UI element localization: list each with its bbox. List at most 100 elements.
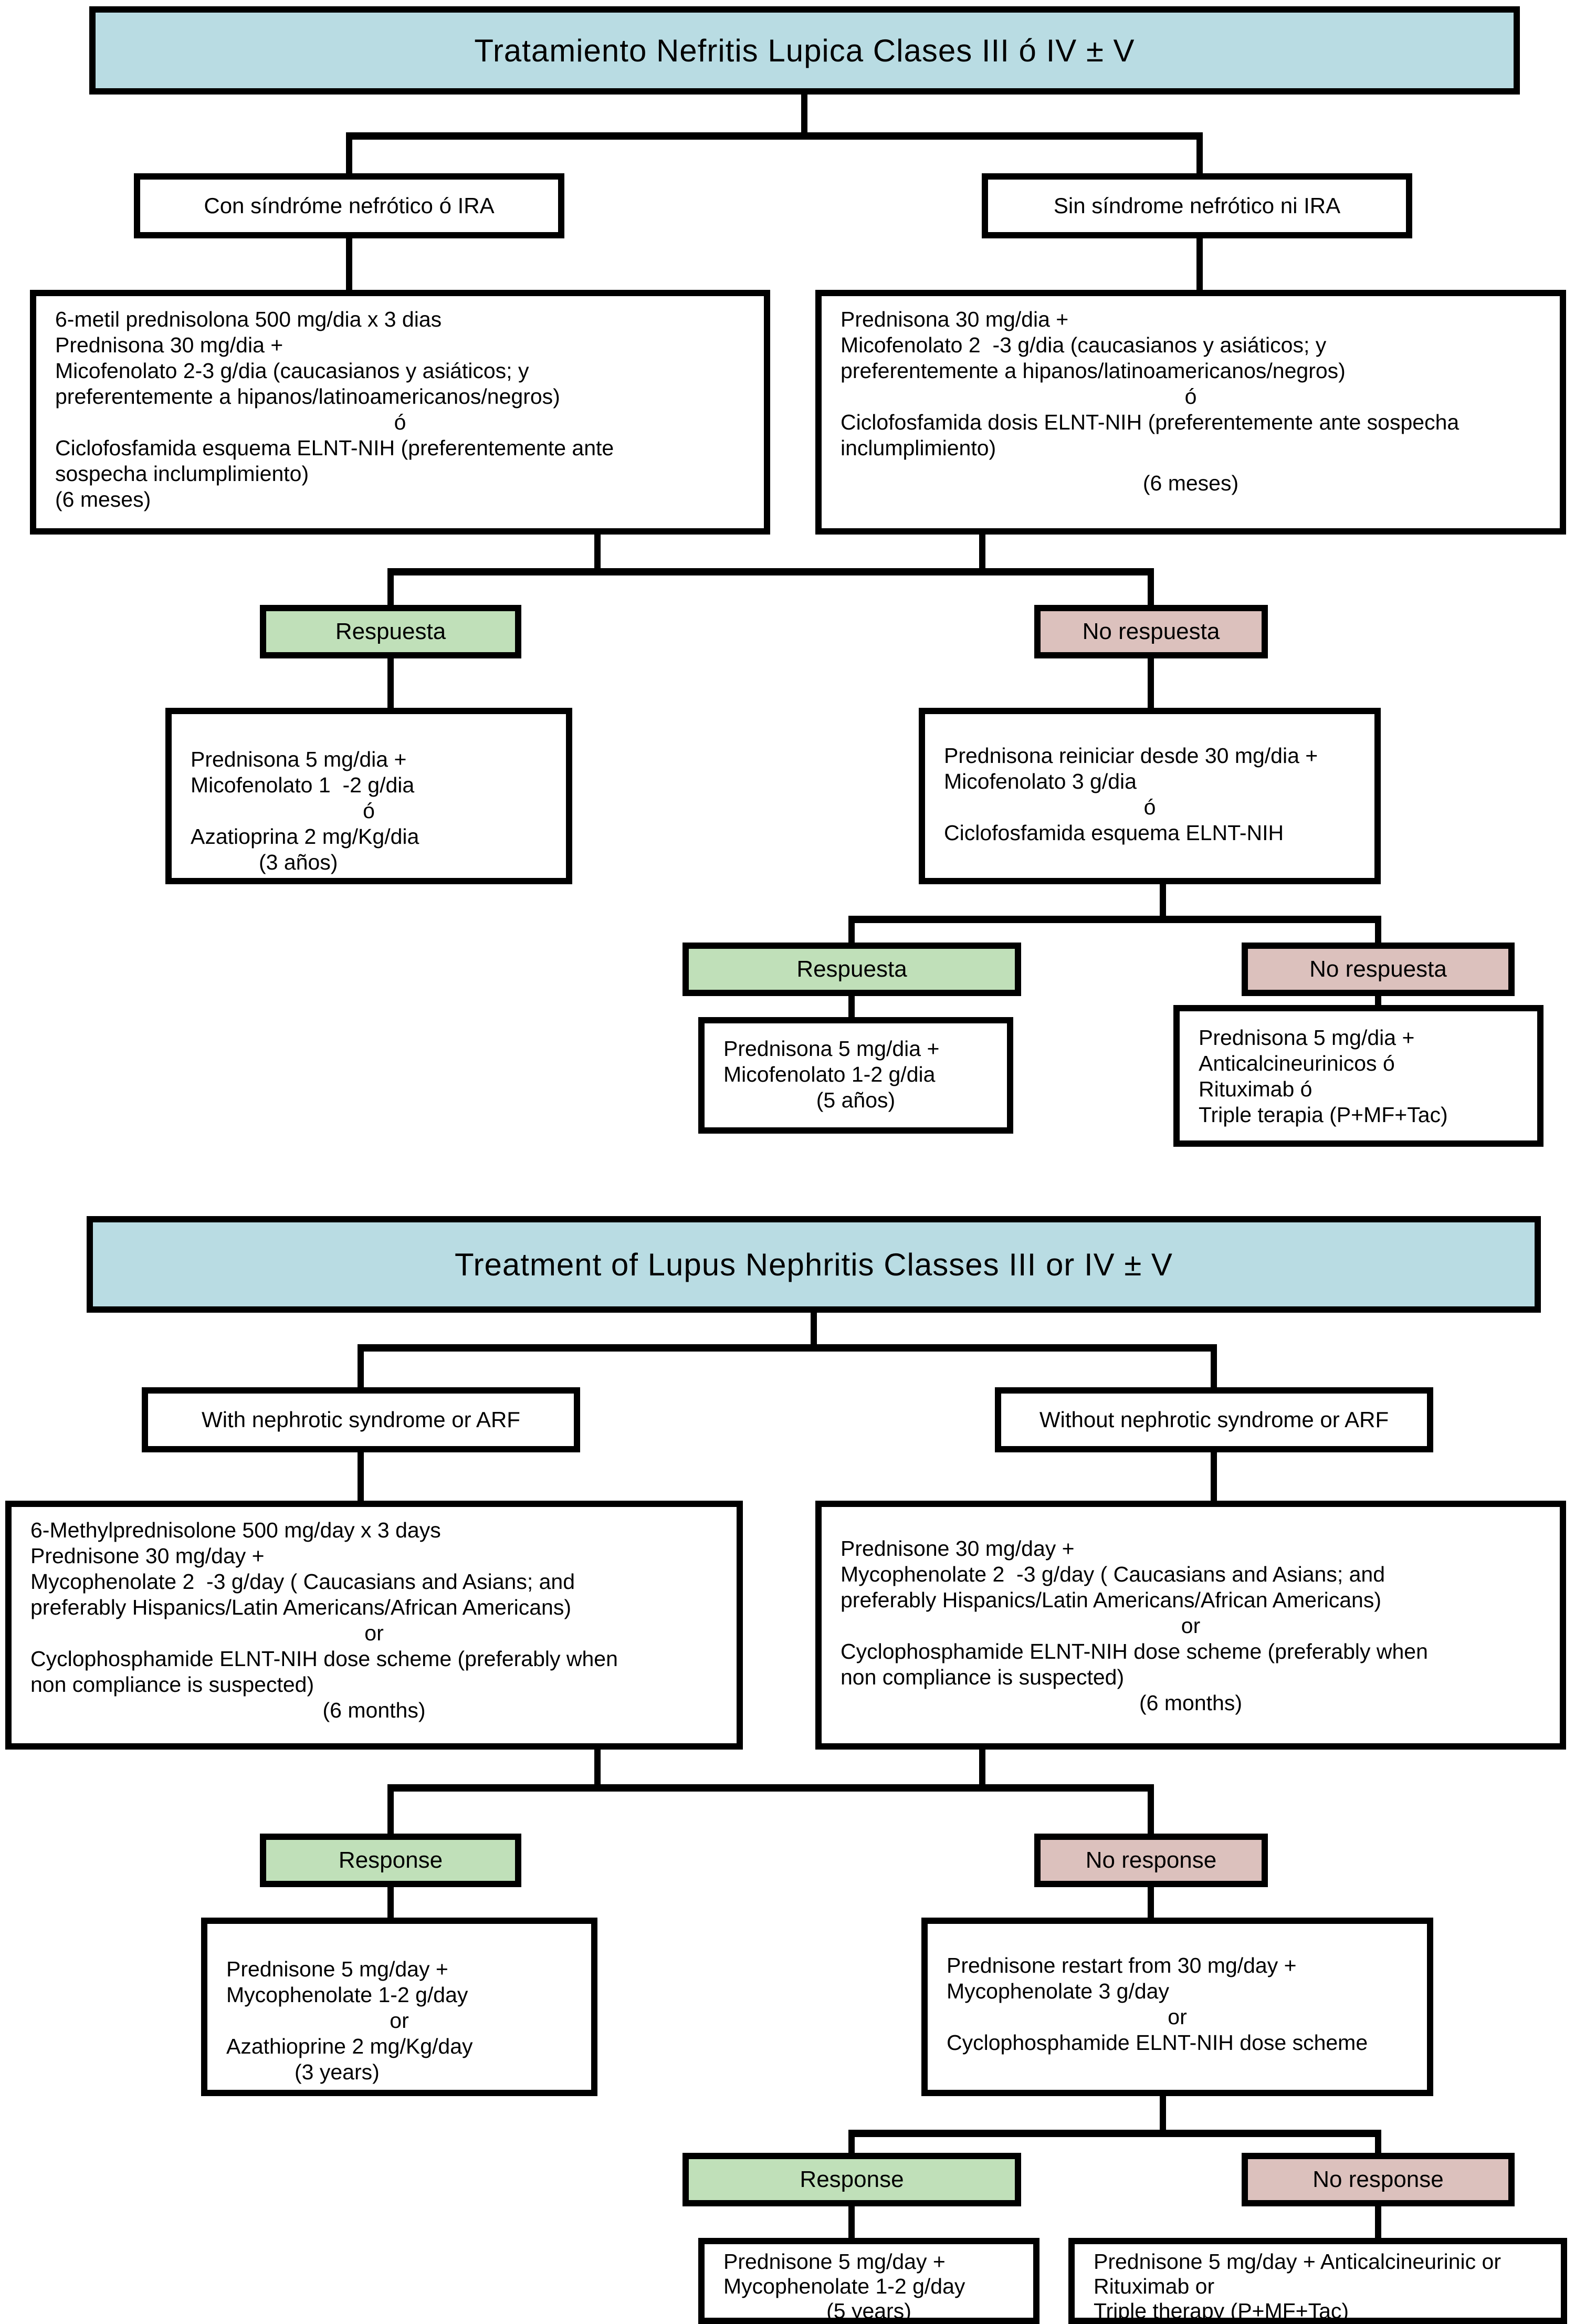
no-response-label: No response (1085, 1847, 1217, 1873)
en-induction-right-box: Prednisone 30 mg/day + Mycophenolate 2 -… (815, 1501, 1566, 1750)
connector-line (1148, 1887, 1154, 1918)
treatment-line: Cyclophosphamide ELNT-NIH dose scheme (p… (841, 1639, 1428, 1663)
treatment-line: (6 meses) (55, 487, 151, 511)
treatment-line: ó (1143, 795, 1156, 819)
es-restart-box: Prednisona reiniciar desde 30 mg/dia + M… (919, 708, 1381, 884)
treatment-line: Mycophenolate 1-2 g/day (226, 1983, 468, 2007)
connector-line (346, 132, 352, 173)
connector-line (387, 1887, 394, 1918)
treatment-line: preferably Hispanics/Latin Americans/Afr… (30, 1595, 571, 1619)
en-no-response-1: No response (1034, 1834, 1268, 1887)
en-response-2: Response (682, 2153, 1021, 2206)
treatment-line: Micofenolato 2 -3 g/dia (caucasianos y a… (841, 333, 1327, 357)
treatment-line: Prednisona 5 mg/dia + (191, 747, 407, 771)
en-no-response-2: No response (1242, 2153, 1515, 2206)
connector-line (848, 2130, 1381, 2137)
en-restart-box: Prednisone restart from 30 mg/day + Myco… (921, 1918, 1433, 2096)
treatment-line: Prednisone 5 mg/day + Anticalcineurinic … (1094, 2249, 1502, 2274)
treatment-line: inclumplimiento) (841, 436, 996, 460)
connector-line (979, 1750, 985, 1784)
connector-line (387, 658, 394, 708)
es-branch-without-syndrome: Sin síndrome nefrótico ni IRA (982, 173, 1412, 238)
connector-line (594, 1750, 601, 1784)
treatment-line: (6 months) (322, 1698, 426, 1722)
treatment-line: (6 meses) (1142, 471, 1239, 495)
es-maintenance-5y-box: Prednisona 5 mg/dia + Micofenolato 1-2 g… (698, 1017, 1013, 1134)
en-branch-right-label: Without nephrotic syndrome or ARF (1039, 1407, 1389, 1432)
en-title-box: Treatment of Lupus Nephritis Classes III… (87, 1216, 1541, 1313)
treatment-line: (5 years) (826, 2299, 911, 2323)
treatment-line: Cyclophosphamide ELNT-NIH dose scheme (p… (30, 1647, 618, 1671)
connector-line (1375, 996, 1381, 1005)
treatment-line: Cyclophosphamide ELNT-NIH dose scheme (947, 2030, 1368, 2055)
treatment-line: non compliance is suspected) (841, 1665, 1125, 1689)
en-response-1: Response (260, 1834, 521, 1887)
connector-line (1375, 2206, 1381, 2238)
connector-line (1211, 1344, 1217, 1387)
es-response-2: Respuesta (682, 943, 1021, 996)
treatment-line: Anticalcineurinicos ó (1199, 1051, 1395, 1075)
response-label: Response (338, 1847, 443, 1873)
no-response-label: No respuesta (1309, 956, 1447, 982)
treatment-line: Micofenolato 1 -2 g/dia (191, 773, 415, 797)
connector-line (387, 568, 1154, 575)
treatment-line: or (1181, 1614, 1201, 1638)
treatment-line: Prednisone 5 mg/day + (723, 2249, 946, 2274)
connector-line (346, 132, 1203, 140)
connector-line (1196, 132, 1203, 173)
es-maintenance-box: Prednisona 5 mg/dia + Micofenolato 1 -2 … (165, 708, 572, 884)
es-no-response-2: No respuesta (1242, 943, 1515, 996)
es-branch-right-label: Sin síndrome nefrótico ni IRA (1053, 193, 1341, 218)
treatment-line: ó (394, 410, 406, 434)
no-response-label: No respuesta (1082, 619, 1220, 644)
connector-line (346, 238, 352, 290)
treatment-line: or (390, 2008, 409, 2033)
treatment-line: Triple therapy (P+MF+Tac) (1094, 2299, 1349, 2323)
treatment-line: Micofenolato 1-2 g/dia (723, 1062, 936, 1086)
treatment-line: Ciclofosfamida dosis ELNT-NIH (preferent… (841, 410, 1460, 434)
connector-line (1160, 884, 1166, 916)
es-title: Tratamiento Nefritis Lupica Clases III ó… (474, 33, 1135, 68)
connector-line (811, 1313, 817, 1344)
en-maintenance-5y-box: Prednisone 5 mg/day + Mycophenolate 1-2 … (698, 2238, 1040, 2324)
connector-line (1160, 2096, 1166, 2130)
treatment-line: Mycophenolate 2 -3 g/day ( Caucasians an… (841, 1562, 1385, 1586)
connector-line (358, 1344, 364, 1387)
treatment-line: ó (1184, 384, 1197, 409)
es-induction-right-box: Prednisona 30 mg/dia + Micofenolato 2 -3… (815, 290, 1566, 535)
connector-line (1148, 568, 1154, 605)
no-response-label: No response (1312, 2166, 1444, 2192)
connector-line (358, 1452, 364, 1501)
connector-line (848, 2130, 855, 2153)
treatment-line: 6-Methylprednisolone 500 mg/day x 3 days (30, 1518, 441, 1542)
treatment-line: Ciclofosfamida esquema ELNT-NIH (944, 821, 1284, 845)
treatment-line: Azatioprina 2 mg/Kg/dia (191, 824, 419, 849)
treatment-line: Micofenolato 3 g/dia (944, 769, 1137, 793)
connector-line (801, 95, 807, 133)
treatment-line: preferentemente a hipanos/latinoamerican… (841, 359, 1346, 383)
en-title: Treatment of Lupus Nephritis Classes III… (455, 1247, 1173, 1282)
treatment-line: Rituximab ó (1199, 1077, 1312, 1101)
connector-line (848, 916, 855, 943)
treatment-line: (3 años) (259, 850, 338, 874)
es-induction-left-box: 6-metil prednisolona 500 mg/dia x 3 dias… (30, 290, 770, 535)
treatment-line: Prednisone restart from 30 mg/day + (947, 1953, 1297, 1977)
treatment-line: Mycophenolate 1-2 g/day (723, 2274, 965, 2298)
connector-line (848, 2206, 855, 2238)
es-branch-with-syndrome: Con síndróme nefrótico ó IRA (134, 173, 564, 238)
es-branch-left-label: Con síndróme nefrótico ó IRA (204, 193, 495, 218)
connector-line (387, 568, 394, 605)
treatment-line: Prednisona 5 mg/dia + (723, 1037, 940, 1061)
treatment-line: Ciclofosfamida esquema ELNT-NIH (prefere… (55, 436, 614, 460)
es-title-box: Tratamiento Nefritis Lupica Clases III ó… (89, 6, 1520, 95)
treatment-line: ó (363, 799, 375, 823)
connector-line (1148, 658, 1154, 708)
en-branch-left-label: With nephrotic syndrome or ARF (202, 1407, 520, 1432)
treatment-line: (3 years) (295, 2060, 380, 2084)
connector-line (1211, 1452, 1217, 1501)
connector-line (1375, 2130, 1381, 2153)
treatment-line: or (364, 1621, 384, 1645)
treatment-line: Triple terapia (P+MF+Tac) (1199, 1103, 1448, 1127)
connector-line (387, 1784, 394, 1834)
